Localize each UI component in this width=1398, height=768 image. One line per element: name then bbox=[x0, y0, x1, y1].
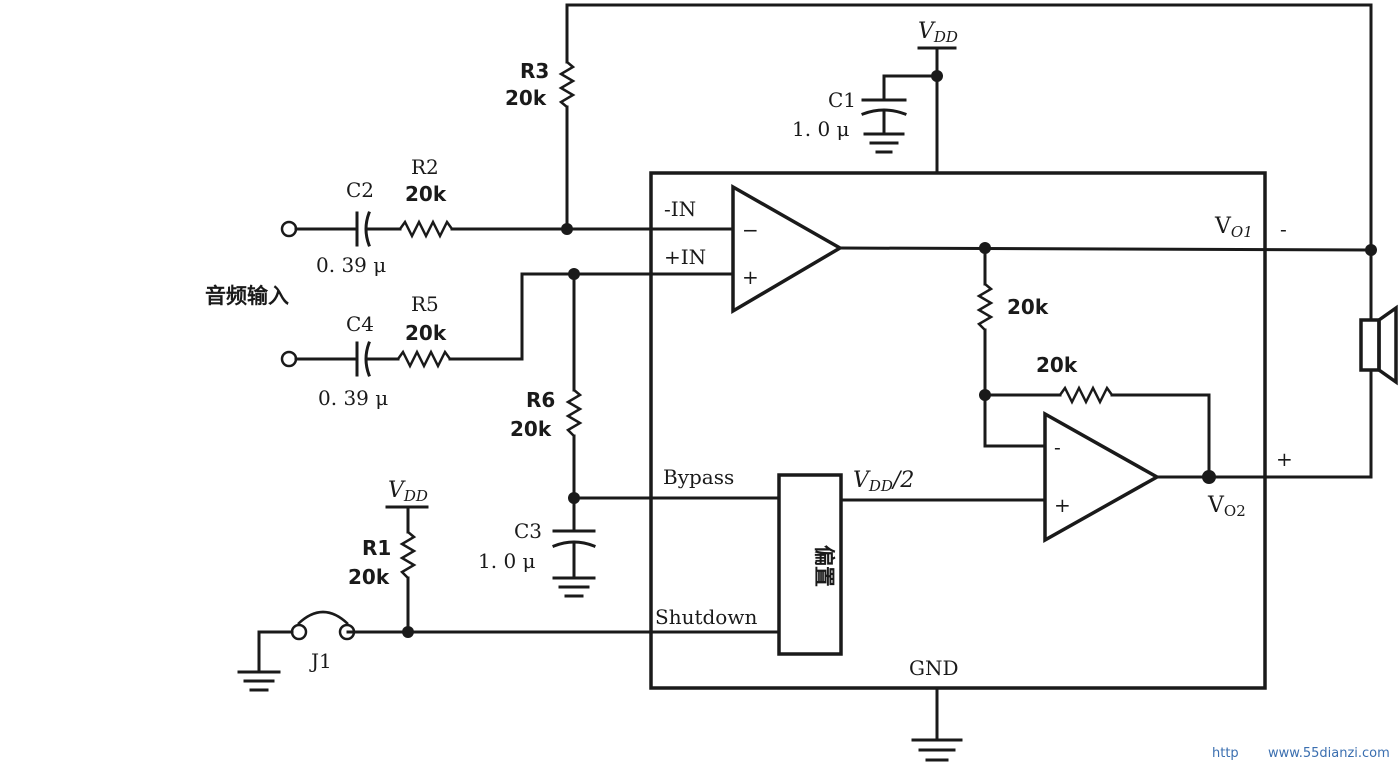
opamp1-minus: − bbox=[742, 218, 759, 242]
opamp2-plus: + bbox=[1054, 493, 1071, 517]
j1-left-wire bbox=[257, 630, 294, 674]
r1-value: 20k bbox=[348, 565, 390, 589]
r1-resistor bbox=[399, 531, 417, 579]
j1-label: J1 bbox=[309, 649, 332, 673]
r-internal-2 bbox=[1058, 385, 1114, 405]
opamp-2 bbox=[1043, 411, 1161, 543]
c2-value: 0. 39 μ bbox=[316, 253, 386, 277]
j1-pin-right bbox=[338, 623, 356, 641]
vo2-label: VO2 bbox=[1207, 493, 1246, 520]
r1-label: R1 bbox=[362, 536, 391, 560]
vo1-minus: - bbox=[1280, 217, 1287, 241]
vo2-node bbox=[1202, 470, 1216, 484]
r5-label: R5 bbox=[411, 292, 439, 316]
j1-pin-left bbox=[290, 623, 308, 641]
gnd-label: GND bbox=[909, 656, 959, 680]
speaker-magnet bbox=[1359, 318, 1381, 372]
c1-plate-bottom bbox=[861, 108, 907, 116]
opamp1-plus: + bbox=[742, 265, 759, 289]
bias-block bbox=[777, 473, 843, 656]
r2-value: 20k bbox=[405, 182, 447, 206]
r5-resistor bbox=[396, 349, 452, 369]
vo2-wire bbox=[1155, 369, 1373, 479]
shutdown-label: Shutdown bbox=[655, 605, 757, 629]
r3-value: 20k bbox=[505, 86, 547, 110]
audio-input-label: 音频输入 bbox=[205, 284, 289, 308]
c3-plate-bottom bbox=[552, 540, 596, 548]
watermark-prefix: http bbox=[1212, 746, 1239, 761]
r6-value: 20k bbox=[510, 417, 552, 441]
r-internal-1-value: 20k bbox=[1007, 295, 1049, 319]
r-internal-2-value: 20k bbox=[1036, 353, 1078, 377]
ic-package-outline bbox=[649, 171, 1267, 690]
c1-value: 1. 0 μ bbox=[792, 117, 850, 141]
r6-resistor bbox=[565, 389, 583, 437]
neg-in-label: -IN bbox=[664, 197, 696, 221]
bypass-label: Bypass bbox=[663, 465, 734, 489]
c4-value: 0. 39 μ bbox=[318, 386, 388, 410]
c3-value: 1. 0 μ bbox=[478, 549, 536, 573]
c1-label: C1 bbox=[828, 88, 856, 112]
r-internal-1 bbox=[976, 283, 994, 331]
opamp2-minus: - bbox=[1054, 435, 1061, 459]
pos-in-wire bbox=[448, 272, 735, 361]
vdd-r1-label: VDD bbox=[388, 478, 428, 505]
input-terminal-1 bbox=[280, 220, 298, 238]
r2-label: R2 bbox=[411, 155, 439, 179]
input-terminal-2 bbox=[280, 350, 298, 368]
j1-link bbox=[297, 610, 349, 625]
vo2-plus: + bbox=[1276, 447, 1293, 471]
c3-label: C3 bbox=[514, 519, 542, 543]
opamp-1 bbox=[731, 183, 844, 315]
pos-in-label: +IN bbox=[664, 245, 706, 269]
c4-label: C4 bbox=[346, 312, 374, 336]
vdd-half-label: VDD/2 bbox=[853, 468, 914, 495]
r3-resistor bbox=[558, 61, 576, 108]
neg-in-node bbox=[561, 223, 573, 235]
r5-value: 20k bbox=[405, 321, 447, 345]
watermark: www.55dianzi.com bbox=[1268, 746, 1390, 761]
speaker-cone bbox=[1377, 304, 1398, 386]
r2-resistor bbox=[398, 219, 454, 239]
vo1-label: VO1 bbox=[1214, 214, 1253, 241]
vo1-wire bbox=[838, 246, 1373, 252]
vdd-top-label: VDD bbox=[918, 19, 958, 46]
rfb-right-wire bbox=[1110, 393, 1211, 480]
feedback-wire-top bbox=[565, 3, 1373, 252]
r6-label: R6 bbox=[526, 388, 555, 412]
c2-label: C2 bbox=[346, 178, 374, 202]
r3-label: R3 bbox=[520, 59, 549, 83]
bias-label: 偏置 bbox=[812, 545, 836, 587]
